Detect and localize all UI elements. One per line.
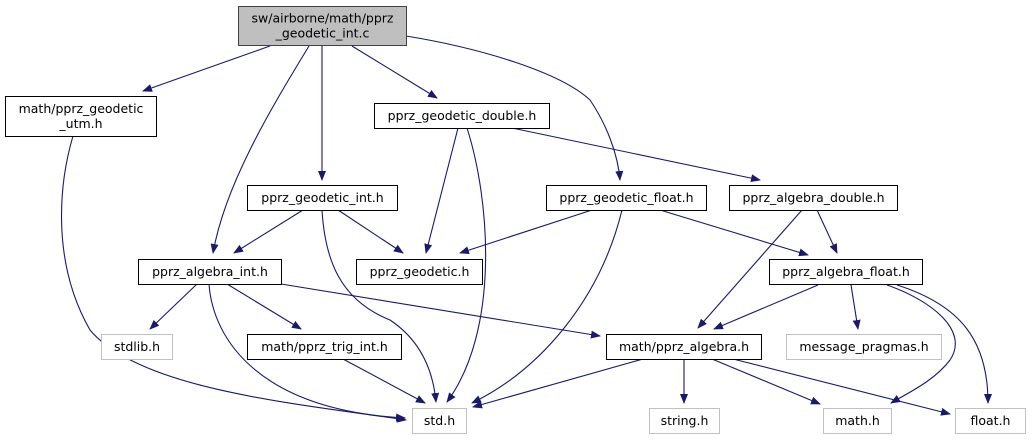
- edge-geo_float-to-geodetic: [459, 209, 593, 255]
- node-stdlib: stdlib.h: [101, 334, 173, 360]
- node-algebra[interactable]: math/pprz_algebra.h: [606, 334, 762, 360]
- node-box: [247, 334, 402, 360]
- edge-geo_float-to-std: [471, 209, 623, 404]
- edge-alg_double-to-algebra: [697, 209, 803, 329]
- edge-geo_int-to-std: [321, 209, 440, 403]
- node-std: std.h: [412, 408, 467, 434]
- edge-geo_double-to-geodetic: [424, 127, 459, 254]
- node-label: pprz_algebra_int.h: [152, 264, 268, 279]
- node-label: math/pprz_geodetic: [19, 101, 144, 116]
- node-box: [823, 408, 892, 434]
- edge-root-to-alg_int: [210, 45, 310, 254]
- edge-alg_float-to-msg_pragmas: [850, 284, 861, 330]
- node-label: _geodetic_int.c: [275, 26, 370, 41]
- node-box: [247, 185, 398, 211]
- edge-geo_double-to-std: [446, 127, 487, 403]
- node-float: float.h: [955, 408, 1026, 434]
- node-label: pprz_algebra_double.h: [742, 190, 884, 205]
- node-label: pprz_geodetic_double.h: [388, 108, 537, 123]
- node-label: _utm.h: [58, 116, 102, 131]
- node-geo_float[interactable]: pprz_geodetic_float.h: [546, 185, 707, 211]
- node-box: [412, 408, 467, 434]
- edges-layer: [60, 35, 992, 423]
- node-label: stdlib.h: [114, 339, 160, 354]
- node-alg_int[interactable]: pprz_algebra_int.h: [138, 259, 282, 285]
- node-box: [546, 185, 707, 211]
- edge-geo_float-to-alg_float: [659, 209, 809, 257]
- edge-root-to-utm: [142, 45, 271, 92]
- edge-alg_int-to-stdlib: [149, 283, 198, 330]
- edge-alg_int-to-trig_int: [226, 283, 302, 330]
- node-label: pprz_geodetic_int.h: [261, 190, 383, 205]
- edge-alg_float-to-math: [886, 284, 956, 404]
- node-box: [729, 185, 898, 211]
- edge-alg_float-to-float: [896, 284, 992, 404]
- edge-alg_int-to-algebra: [280, 283, 601, 339]
- node-box: [238, 6, 407, 46]
- node-box: [955, 408, 1026, 434]
- node-label: pprz_algebra_float.h: [782, 264, 910, 279]
- node-root[interactable]: sw/airborne/math/pprz_geodetic_int.c: [238, 6, 407, 46]
- node-label: std.h: [424, 413, 455, 428]
- edge-algebra-to-math: [711, 358, 821, 405]
- edge-geo_int-to-alg_int: [233, 209, 304, 254]
- node-box: [138, 259, 282, 285]
- edge-alg_double-to-alg_float: [816, 209, 838, 254]
- node-label: math/pprz_trig_int.h: [261, 339, 388, 354]
- node-geo_int[interactable]: pprz_geodetic_int.h: [247, 185, 398, 211]
- edge-root-to-geo_double: [351, 45, 438, 99]
- node-label: math.h: [835, 413, 880, 428]
- node-box: [649, 408, 720, 434]
- nodes-layer: sw/airborne/math/pprz_geodetic_int.cmath…: [5, 6, 1026, 434]
- node-label: pprz_geodetic.h: [370, 264, 470, 279]
- node-label: pprz_geodetic_float.h: [559, 190, 693, 205]
- node-alg_float[interactable]: pprz_algebra_float.h: [769, 259, 923, 285]
- node-label: string.h: [661, 413, 709, 428]
- node-box: [101, 334, 173, 360]
- edge-utm-to-std: [60, 135, 407, 423]
- node-utm[interactable]: math/pprz_geodetic_utm.h: [5, 96, 157, 137]
- node-label: float.h: [971, 413, 1011, 428]
- node-geo_double[interactable]: pprz_geodetic_double.h: [374, 103, 550, 129]
- node-box: [356, 259, 483, 285]
- node-geodetic[interactable]: pprz_geodetic.h: [356, 259, 483, 285]
- node-box: [606, 334, 762, 360]
- node-trig_int[interactable]: math/pprz_trig_int.h: [247, 334, 402, 360]
- node-box: [374, 103, 550, 129]
- edge-geo_double-to-alg_double: [511, 127, 761, 183]
- node-box: [5, 96, 157, 137]
- node-math: math.h: [823, 408, 892, 434]
- edge-alg_float-to-algebra: [713, 284, 819, 330]
- node-box: [786, 334, 942, 360]
- node-label: sw/airborne/math/pprz: [252, 11, 394, 26]
- node-label: math/pprz_algebra.h: [619, 339, 749, 354]
- edge-algebra-to-float: [732, 358, 951, 416]
- node-label: message_pragmas.h: [799, 339, 928, 354]
- edge-algebra-to-std: [472, 358, 644, 409]
- node-msg_pragmas: message_pragmas.h: [786, 334, 942, 360]
- node-alg_double[interactable]: pprz_algebra_double.h: [729, 185, 898, 211]
- edge-alg_int-to-std: [208, 283, 406, 422]
- edge-geo_int-to-geodetic: [337, 209, 404, 254]
- node-string: string.h: [649, 408, 720, 434]
- node-box: [769, 259, 923, 285]
- edge-trig_int-to-std: [342, 358, 426, 404]
